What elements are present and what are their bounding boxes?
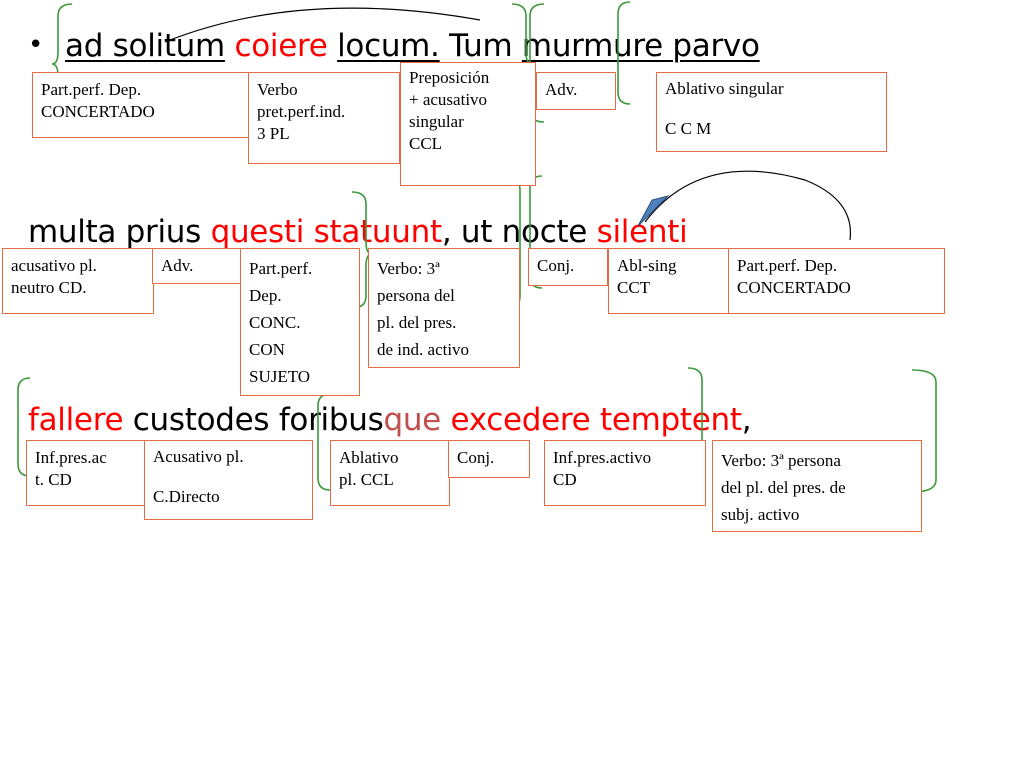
sentence-word: statuunt bbox=[313, 214, 442, 250]
sentence-word: coiere bbox=[234, 28, 328, 64]
sentence-word: silenti bbox=[596, 214, 688, 250]
annotation-box: Adv. bbox=[536, 72, 616, 110]
sentence-word: , bbox=[741, 402, 752, 438]
annotation-box: Adv. bbox=[152, 248, 242, 284]
line-3-words: fallere custodes foribusque excedere tem… bbox=[28, 402, 752, 438]
sentence-word: excedere bbox=[450, 402, 591, 438]
sentence-word bbox=[441, 402, 451, 438]
sentence-word: ad solitum bbox=[65, 28, 225, 64]
annotation-box: Part.perf. Dep. CONCERTADO bbox=[728, 248, 945, 314]
sentence-word bbox=[328, 28, 338, 64]
line-1-words: ad solitum coiere locum. Tum murmure par… bbox=[65, 28, 760, 64]
sentence-line-3: fallere custodes foribusque excedere tem… bbox=[28, 402, 752, 438]
sentence-word: custodes foribus bbox=[123, 402, 384, 438]
sentence-line-1: • ad solitum coiere locum. Tum murmure pa… bbox=[28, 28, 760, 64]
sentence-word: que bbox=[383, 402, 441, 438]
annotation-box: Verbo: 3ª persona del pl. del pres. de s… bbox=[712, 440, 922, 532]
sentence-word: murmure parvo bbox=[521, 28, 760, 64]
sentence-word: Tum bbox=[439, 28, 522, 64]
sentence-word: temptent bbox=[600, 402, 742, 438]
sentence-word bbox=[225, 28, 235, 64]
sentence-word bbox=[304, 214, 314, 250]
sentence-word: multa prius bbox=[28, 214, 211, 250]
annotation-box: Part.perf. Dep. CONC. CON SUJETO bbox=[240, 248, 360, 396]
annotation-box: Part.perf. Dep. CONCERTADO bbox=[32, 72, 250, 138]
sentence-word bbox=[590, 402, 600, 438]
sentence-word: fallere bbox=[28, 402, 124, 438]
annotation-box: Verbo: 3ª persona del pl. del pres. de i… bbox=[368, 248, 520, 368]
annotation-box: Abl-sing CCT bbox=[608, 248, 730, 314]
sentence-word: questi bbox=[210, 214, 305, 250]
annotation-box: Ablativo singular C C M bbox=[656, 72, 887, 152]
sentence-word: locum. bbox=[337, 28, 440, 64]
line-2-words: multa prius questi statuunt, ut nocte si… bbox=[28, 214, 688, 250]
sentence-line-2: multa prius questi statuunt, ut nocte si… bbox=[28, 214, 688, 250]
annotation-box: Ablativo pl. CCL bbox=[330, 440, 450, 506]
annotation-box: Conj. bbox=[448, 440, 530, 478]
bullet: • bbox=[28, 30, 44, 60]
sentence-word: , ut nocte bbox=[441, 214, 597, 250]
annotation-box: Inf.pres.activo CD bbox=[544, 440, 706, 506]
annotation-box: acusativo pl. neutro CD. bbox=[2, 248, 154, 314]
annotation-box: Inf.pres.ac t. CD bbox=[26, 440, 146, 506]
annotation-box: Verbo pret.perf.ind. 3 PL bbox=[248, 72, 400, 164]
annotation-box: Preposición + acusativo singular CCL bbox=[400, 62, 536, 186]
annotation-box: Acusativo pl. C.Directo bbox=[144, 440, 313, 520]
annotation-box: Conj. bbox=[528, 248, 608, 286]
